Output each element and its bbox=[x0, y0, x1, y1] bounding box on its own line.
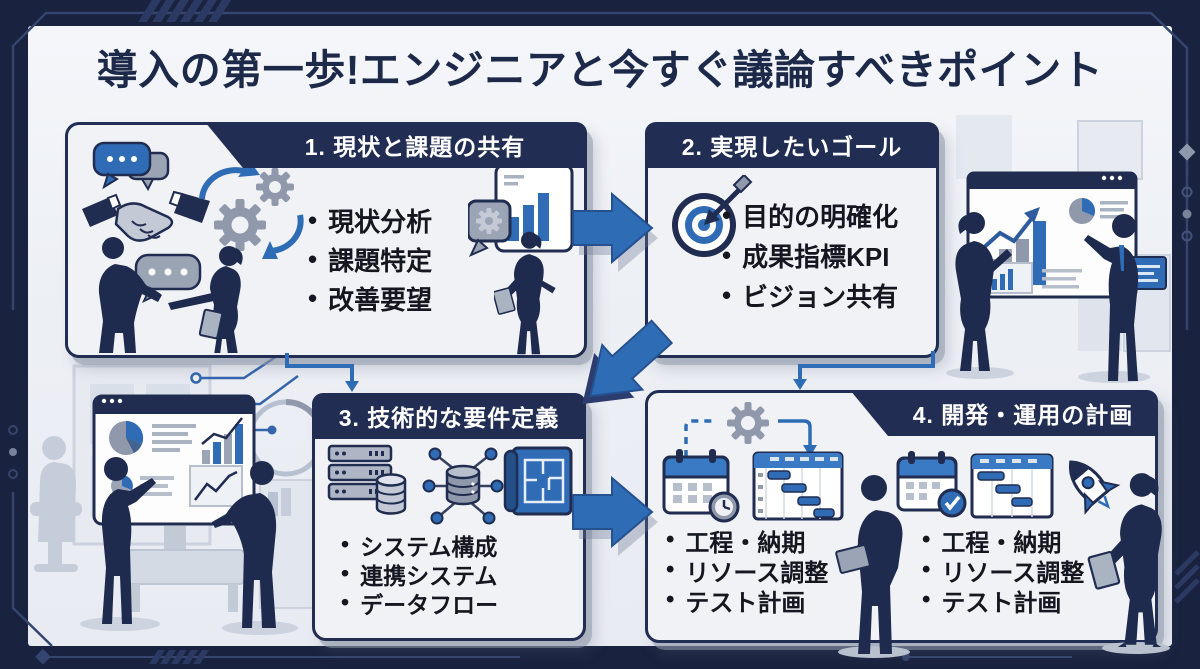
panel-2-bullets: • 目的の明確化 • 成果指標KPI • ビジョン共有 bbox=[722, 195, 898, 315]
bullet-item: • 連携システム bbox=[341, 559, 498, 589]
bullet-dot: • bbox=[722, 279, 732, 310]
bullet-item: • ビジョン共有 bbox=[722, 275, 898, 315]
gantt-chart-icon bbox=[752, 451, 844, 521]
gear-flow-icon bbox=[684, 402, 817, 457]
bullet-text: システム構成 bbox=[360, 533, 498, 560]
banner-slant bbox=[205, 122, 243, 168]
bullet-item: • 目的の明確化 bbox=[722, 195, 898, 235]
bullet-dot: • bbox=[341, 589, 350, 615]
businessman-gesturing-silhouette bbox=[212, 461, 277, 628]
bullet-item: • リソース調整 bbox=[666, 555, 829, 587]
bullet-text: データフロー bbox=[360, 591, 499, 618]
bullet-text: テスト計画 bbox=[941, 589, 1062, 617]
bullet-item: • 現状分析 bbox=[308, 201, 432, 240]
rocket-icon bbox=[1068, 460, 1121, 515]
panel-4-heading: 4. 開発・運用の計画 bbox=[888, 390, 1158, 436]
bullet-item: • 成果指標KPI bbox=[722, 235, 898, 275]
bullet-text: ビジョン共有 bbox=[742, 281, 899, 312]
panel-step-3: 3. 技術的な要件定義 bbox=[312, 393, 586, 641]
panel-step-1: 1. 現状と課題の共有 bbox=[65, 122, 587, 358]
bullet-dot: • bbox=[308, 283, 318, 313]
bullet-dot: • bbox=[666, 556, 675, 583]
calendar-check-icon bbox=[896, 451, 967, 518]
bullet-item: • システム構成 bbox=[341, 530, 498, 560]
bullet-text: リソース調整 bbox=[941, 559, 1085, 587]
bullet-dot: • bbox=[341, 560, 350, 586]
businessman-pointing-silhouette bbox=[101, 457, 156, 624]
panel-3-heading: 3. 技術的な要件定義 bbox=[312, 393, 586, 439]
page-title: 導入の第一歩!エンジニアと今すぐ議論すべきポイント bbox=[96, 47, 1104, 93]
bullet-text: テスト計画 bbox=[685, 589, 806, 617]
bullet-text: 成果指標KPI bbox=[742, 241, 890, 272]
bullet-item: • 課題特定 bbox=[308, 240, 432, 279]
office-scene-presentation bbox=[30, 352, 313, 635]
panel-3-bullets: • システム構成 • 連携システム • データフロー bbox=[341, 530, 499, 618]
bullet-dot: • bbox=[666, 526, 675, 553]
panel-4-banner: 4. 開発・運用の計画 bbox=[850, 390, 1158, 436]
bullet-dot: • bbox=[722, 199, 732, 230]
bullet-text: 工程・納期 bbox=[941, 529, 1062, 557]
database-network-icon bbox=[422, 447, 504, 525]
bullet-text: 改善要望 bbox=[328, 285, 433, 315]
blueprint-icon bbox=[503, 446, 573, 516]
bullet-item: • リソース調整 bbox=[922, 555, 1085, 587]
bullet-dot: • bbox=[922, 526, 931, 553]
server-rack-icon bbox=[327, 444, 407, 515]
bullet-text: 工程・納期 bbox=[685, 529, 806, 557]
handshake-icon bbox=[82, 190, 210, 242]
speech-bubbles-icon bbox=[92, 141, 170, 192]
panel-1-bullets: • 現状分析 • 課題特定 • 改善要望 bbox=[308, 201, 432, 318]
bullet-item: • 工程・納期 bbox=[666, 525, 828, 557]
bullet-text: 連携システム bbox=[360, 562, 498, 589]
banner-slant bbox=[850, 390, 888, 436]
panel-2-heading: 2. 実現したいゴール bbox=[645, 122, 939, 168]
businesswoman-tablet-silhouette bbox=[494, 231, 556, 355]
bullet-dot: • bbox=[308, 244, 318, 274]
bullet-text: 課題特定 bbox=[328, 246, 433, 276]
bullet-dot: • bbox=[922, 586, 931, 613]
bullet-dot: • bbox=[922, 556, 931, 583]
bullet-item: • 工程・納期 bbox=[922, 525, 1084, 557]
bullet-dot: • bbox=[308, 205, 318, 235]
bullet-item: • テスト計画 bbox=[922, 585, 1084, 617]
people-handshake-icon bbox=[98, 237, 243, 353]
bullet-dot: • bbox=[722, 239, 732, 270]
panel-4-bullets-right: • 工程・納期 • リソース調整 • テスト計画 bbox=[922, 525, 1085, 617]
panel-4-bullets-left: • 工程・納期 • リソース調整 • テスト計画 bbox=[666, 525, 829, 617]
bullet-dot: • bbox=[666, 586, 675, 613]
gantt-chart-icon bbox=[970, 453, 1054, 519]
bullet-item: • 改善要望 bbox=[308, 279, 432, 318]
gears-sync-icon bbox=[199, 161, 304, 259]
panel-step-2: 2. 実現したいゴール • 目的の明確化 • 成果指標KPI • ビジョン共有 bbox=[645, 122, 939, 358]
bullet-text: 現状分析 bbox=[328, 207, 433, 237]
bullet-item: • テスト計画 bbox=[666, 585, 828, 617]
panel-1-heading: 1. 現状と課題の共有 bbox=[243, 122, 587, 168]
panel-1-banner: 1. 現状と課題の共有 bbox=[205, 122, 587, 168]
calendar-clock-icon bbox=[662, 449, 740, 523]
bullet-text: 目的の明確化 bbox=[742, 201, 899, 232]
panel-step-4: 4. 開発・運用の計画 bbox=[645, 390, 1158, 643]
bullet-text: リソース調整 bbox=[685, 559, 829, 587]
bullet-item: • データフロー bbox=[341, 588, 499, 618]
office-scene-whiteboard bbox=[946, 115, 1171, 383]
bullet-dot: • bbox=[341, 531, 350, 557]
